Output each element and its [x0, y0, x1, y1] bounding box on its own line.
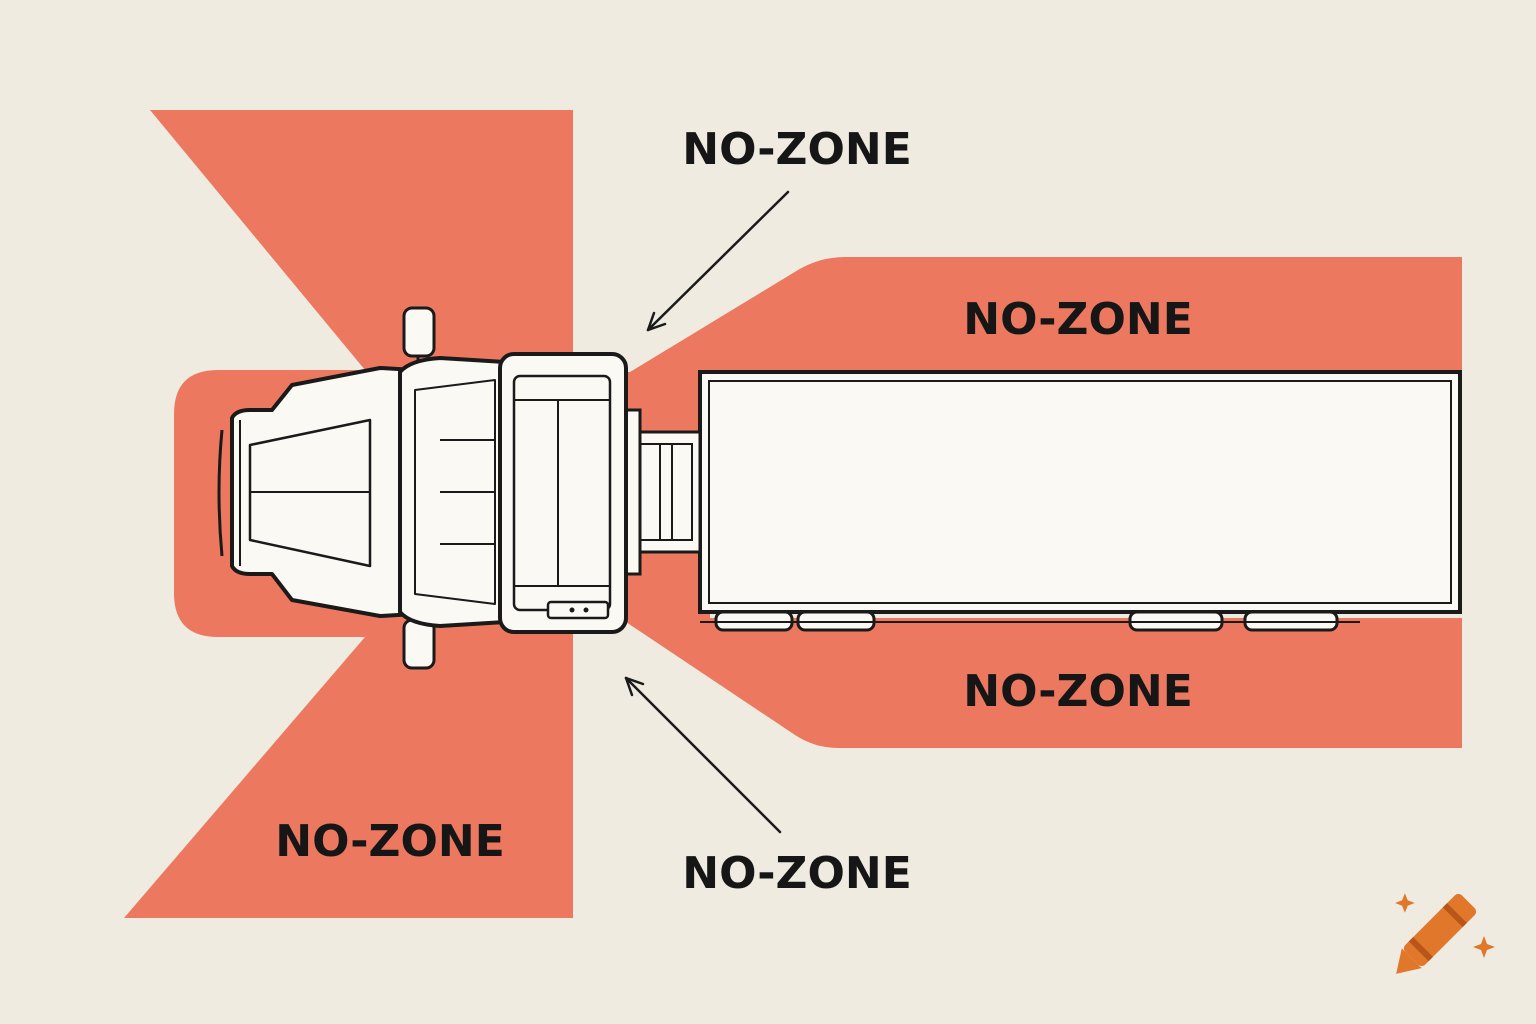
right-mirror [402, 618, 436, 670]
trailer [698, 370, 1462, 632]
label-bottom-no-zone: NO-ZONE [682, 848, 912, 899]
label-top-no-zone: NO-ZONE [682, 124, 912, 175]
label-right-lower-no-zone: NO-ZONE [963, 666, 1193, 717]
left-mirror [402, 306, 436, 358]
sleeper [498, 352, 628, 634]
fifth-wheel-coupling [624, 408, 702, 576]
trailer-wheels [700, 610, 1360, 632]
bottom-arrow [624, 676, 782, 834]
label-right-upper-no-zone: NO-ZONE [963, 294, 1193, 345]
right-lower-no-zone [620, 618, 1462, 748]
top-arrow [646, 190, 790, 332]
right-upper-no-zone [630, 257, 1462, 372]
arrows [624, 190, 790, 834]
crayon-icon [1395, 893, 1495, 974]
tractor-cab [217, 306, 628, 670]
label-left-lower-no-zone: NO-ZONE [275, 816, 505, 867]
